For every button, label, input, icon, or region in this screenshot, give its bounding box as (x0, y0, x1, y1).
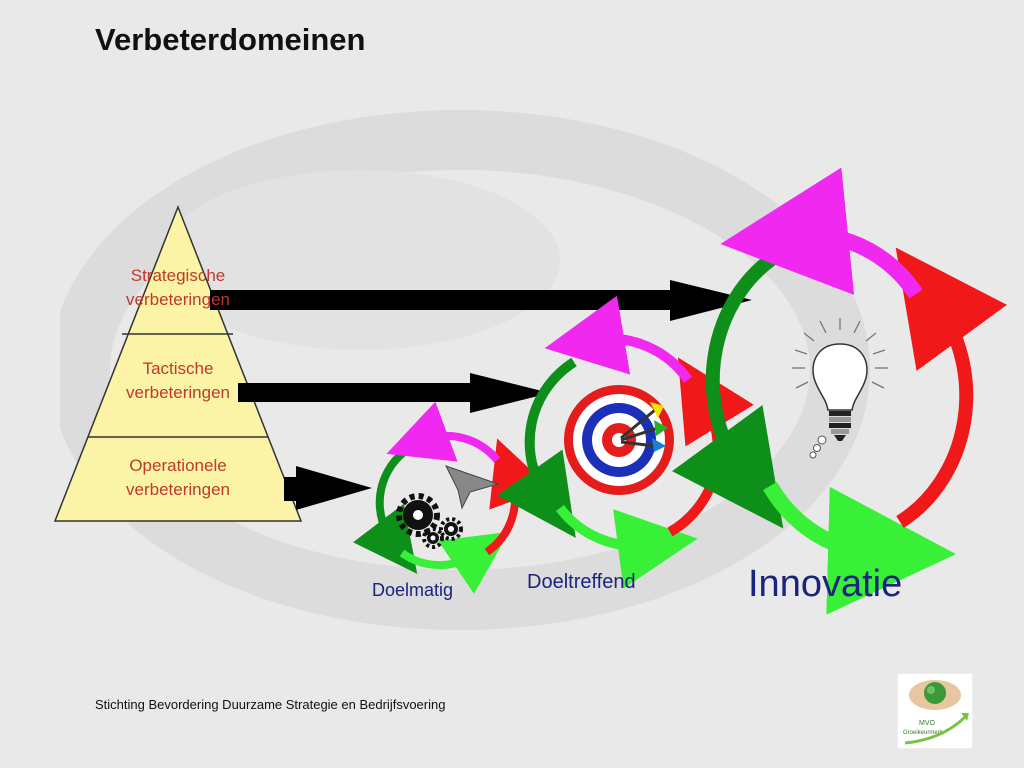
level-operational-line2: verbeteringen (126, 480, 230, 499)
gears-funnel-icon (396, 465, 500, 549)
logo-text-1: MVO (919, 720, 936, 727)
arrow-tactical-to-doeltreffend (238, 373, 550, 413)
dartboard-icon (564, 385, 674, 495)
level-tactical: Tactische verbeteringen (98, 357, 258, 405)
level-strategic-line1: Strategische (130, 266, 226, 285)
footer-organization: Stichting Bevordering Duurzame Strategie… (95, 697, 446, 712)
page-title: Verbeterdomeinen (95, 22, 366, 57)
cycle-doelmatig (353, 401, 550, 594)
level-operational: Operationele verbeteringen (98, 454, 258, 502)
level-strategic: Strategische verbeteringen (98, 264, 258, 312)
lightbulb-icon (792, 318, 888, 459)
level-tactical-line2: verbeteringen (126, 383, 230, 402)
label-doeltreffend: Doeltreffend (527, 571, 636, 593)
level-operational-line1: Operationele (129, 456, 227, 475)
mvo-logo: MVO Groeikeurmerk (897, 673, 973, 749)
arrows (210, 280, 752, 510)
label-innovatie: Innovatie (748, 563, 903, 605)
level-strategic-line2: verbeteringen (126, 290, 230, 309)
arrow-strategic-to-innovatie (210, 280, 752, 321)
label-doelmatig: Doelmatig (372, 580, 454, 600)
cycle-innovatie (672, 167, 1007, 615)
cycle-doeltreffend (497, 295, 754, 589)
pyramid (53, 204, 303, 522)
arrow-operational-to-doelmatig (284, 466, 372, 510)
level-tactical-line1: Tactische (142, 359, 214, 378)
logo-text-2: Groeikeurmerk (903, 730, 944, 736)
